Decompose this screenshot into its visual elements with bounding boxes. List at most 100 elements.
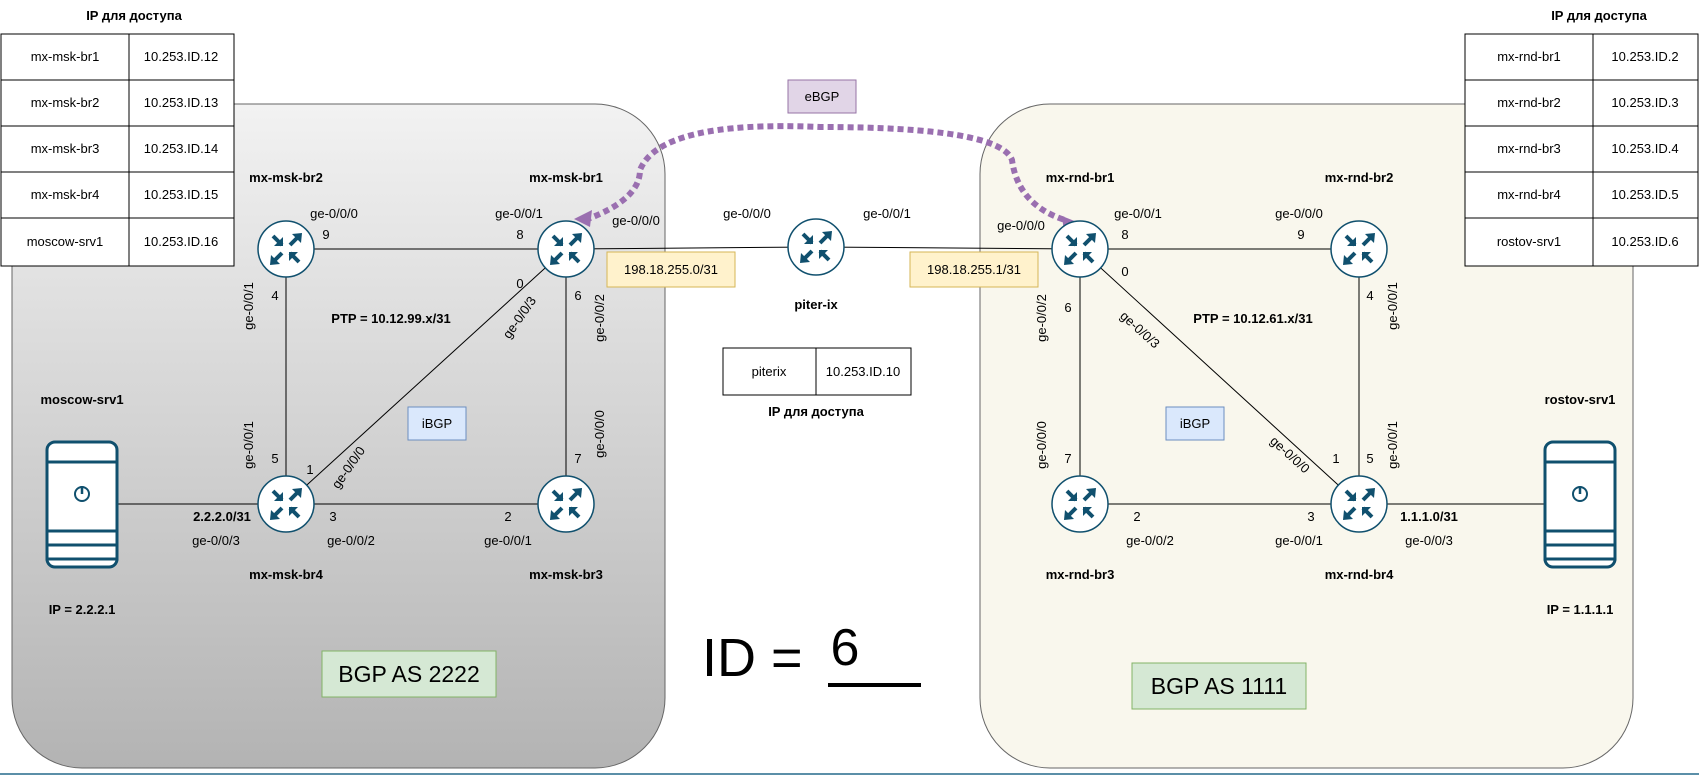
rnd-br1-port-ge000: ge-0/0/0 bbox=[997, 218, 1045, 233]
msk-access-host: mx-msk-br4 bbox=[31, 187, 100, 202]
msk-link-num: 4 bbox=[271, 288, 278, 303]
rnd-link-num: 6 bbox=[1064, 300, 1071, 315]
ix-port-right: ge-0/0/1 bbox=[863, 206, 911, 221]
router-icon-msk-br4[interactable] bbox=[256, 474, 316, 534]
msk-access-ip: 10.253.ID.13 bbox=[144, 95, 218, 110]
rnd-br2-port-ge001: ge-0/0/1 bbox=[1385, 282, 1400, 330]
router-icon-rnd-br2[interactable] bbox=[1329, 219, 1389, 279]
ebgp-arrowhead-left bbox=[574, 210, 592, 227]
rnd-br4-port-ge001: ge-0/0/1 bbox=[1385, 421, 1400, 469]
rnd-link-num: 4 bbox=[1366, 288, 1373, 303]
msk-link-num: 7 bbox=[574, 451, 581, 466]
rnd-as-area bbox=[979, 103, 1634, 769]
router-icon-rnd-br4[interactable] bbox=[1329, 474, 1389, 534]
msk-access-host: mx-msk-br3 bbox=[31, 141, 100, 156]
rnd-as-box bbox=[1131, 662, 1307, 710]
msk-link-num: 6 bbox=[574, 288, 581, 303]
rnd-link-num: 5 bbox=[1366, 451, 1373, 466]
rnd-access-host: mx-rnd-br3 bbox=[1497, 141, 1561, 156]
rnd-br4-port-ge001: ge-0/0/1 bbox=[1275, 533, 1323, 548]
rnd-br4-port-ge003: ge-0/0/3 bbox=[1405, 533, 1453, 548]
msk-as-box bbox=[321, 650, 497, 698]
msk-access-ip: 10.253.ID.15 bbox=[144, 187, 218, 202]
server-icon-moscow[interactable] bbox=[45, 440, 119, 569]
msk-access-ip: 10.253.ID.12 bbox=[144, 49, 218, 64]
ebgp-session-arrow bbox=[583, 123, 1066, 223]
rnd-access-host: mx-rnd-br1 bbox=[1497, 49, 1561, 64]
rnd-br1-port-ge002: ge-0/0/2 bbox=[1034, 294, 1049, 342]
piterix-access-host: piterix bbox=[752, 364, 787, 379]
rnd-br1-port-ge001: ge-0/0/1 bbox=[1114, 206, 1162, 221]
msk-as-area bbox=[11, 103, 666, 769]
moscow-srv-ip: IP = 2.2.2.1 bbox=[49, 602, 116, 617]
router-icon-msk-br1[interactable] bbox=[536, 219, 596, 279]
msk-br4-port-ge002: ge-0/0/2 bbox=[327, 533, 375, 548]
rnd-link-num: 9 bbox=[1297, 227, 1304, 242]
msk-link-num: 3 bbox=[329, 509, 336, 524]
router-icon-piter-ix[interactable] bbox=[786, 217, 846, 277]
msk-link-num: 5 bbox=[271, 451, 278, 466]
ix-right-net: 198.18.255.1/31 bbox=[927, 262, 1021, 277]
router-icon-msk-br2[interactable] bbox=[256, 219, 316, 279]
msk-br1-port-ge001: ge-0/0/1 bbox=[495, 206, 543, 221]
rnd-br3-name: mx-rnd-br3 bbox=[1046, 567, 1115, 582]
server-icon-rostov[interactable] bbox=[1543, 440, 1617, 569]
msk-link-num: 1 bbox=[306, 462, 313, 477]
router-icon-rnd-br3[interactable] bbox=[1050, 474, 1110, 534]
msk-link-num: 2 bbox=[504, 509, 511, 524]
msk-br3-port-ge001: ge-0/0/1 bbox=[484, 533, 532, 548]
rnd-ibgp-label: iBGP bbox=[1180, 416, 1210, 431]
rnd-access-ip: 10.253.ID.6 bbox=[1611, 234, 1678, 249]
msk-br3-port-ge000: ge-0/0/0 bbox=[592, 410, 607, 458]
piterix-access-title: IP для доступа bbox=[768, 404, 864, 419]
rnd-link-num: 1 bbox=[1332, 451, 1339, 466]
rnd-br3-port-ge002: ge-0/0/2 bbox=[1126, 533, 1174, 548]
piter-ix-name: piter-ix bbox=[794, 297, 838, 312]
msk-access-title: IP для доступа bbox=[86, 8, 182, 23]
router-icon-rnd-br1[interactable] bbox=[1050, 219, 1110, 279]
msk-br1-port-ge000: ge-0/0/0 bbox=[612, 213, 660, 228]
ix-left-net: 198.18.255.0/31 bbox=[624, 262, 718, 277]
msk-link-num: 9 bbox=[322, 227, 329, 242]
moscow-srv-name: moscow-srv1 bbox=[40, 392, 123, 407]
msk-br2-name: mx-msk-br2 bbox=[249, 170, 323, 185]
piterix-access-ip: 10.253.ID.10 bbox=[826, 364, 900, 379]
msk-ibgp-label: iBGP bbox=[422, 416, 452, 431]
rnd-link-num: 2 bbox=[1133, 509, 1140, 524]
rnd-link-num: 7 bbox=[1064, 451, 1071, 466]
ebgp-label: eBGP bbox=[805, 89, 840, 104]
msk-access-table bbox=[0, 33, 235, 267]
rnd-access-ip: 10.253.ID.4 bbox=[1611, 141, 1678, 156]
rnd-as-label: BGP AS 1111 bbox=[1151, 673, 1287, 699]
msk-as-label: BGP AS 2222 bbox=[338, 661, 480, 687]
ix-left-net-box bbox=[606, 251, 736, 288]
msk-br1-port-ge002: ge-0/0/2 bbox=[592, 294, 607, 342]
rnd-br4-name: mx-rnd-br4 bbox=[1325, 567, 1394, 582]
rnd-br2-name: mx-rnd-br2 bbox=[1325, 170, 1394, 185]
msk-br2-port-ge001: ge-0/0/1 bbox=[241, 282, 256, 330]
msk-br4-port-ge001: ge-0/0/1 bbox=[241, 421, 256, 469]
router-icon-msk-br3[interactable] bbox=[536, 474, 596, 534]
rnd-ptp-label: PTP = 10.12.61.x/31 bbox=[1193, 311, 1312, 326]
rnd-br1-name: mx-rnd-br1 bbox=[1046, 170, 1115, 185]
msk-access-host: moscow-srv1 bbox=[27, 234, 104, 249]
rnd-access-title: IP для доступа bbox=[1551, 8, 1647, 23]
msk-br1-name: mx-msk-br1 bbox=[529, 170, 603, 185]
rnd-access-table bbox=[1464, 33, 1699, 267]
rnd-access-ip: 10.253.ID.5 bbox=[1611, 187, 1678, 202]
rostov-srv-ip: IP = 1.1.1.1 bbox=[1547, 602, 1614, 617]
ix-port-left: ge-0/0/0 bbox=[723, 206, 771, 221]
msk-access-host: mx-msk-br1 bbox=[31, 49, 100, 64]
id-value: 6 bbox=[831, 619, 860, 677]
piterix-access-table bbox=[722, 347, 912, 396]
msk-br4-name: mx-msk-br4 bbox=[249, 567, 323, 582]
rnd-access-host: mx-rnd-br4 bbox=[1497, 187, 1561, 202]
msk-access-ip: 10.253.ID.14 bbox=[144, 141, 218, 156]
rnd-ibgp-box bbox=[1165, 406, 1225, 441]
msk-br3-name: mx-msk-br3 bbox=[529, 567, 603, 582]
ix-right-net-box bbox=[909, 251, 1039, 288]
ebgp-label-box bbox=[787, 79, 857, 114]
rostov-srv-name: rostov-srv1 bbox=[1545, 392, 1616, 407]
moscow-srv-net: 2.2.2.0/31 bbox=[193, 509, 251, 524]
